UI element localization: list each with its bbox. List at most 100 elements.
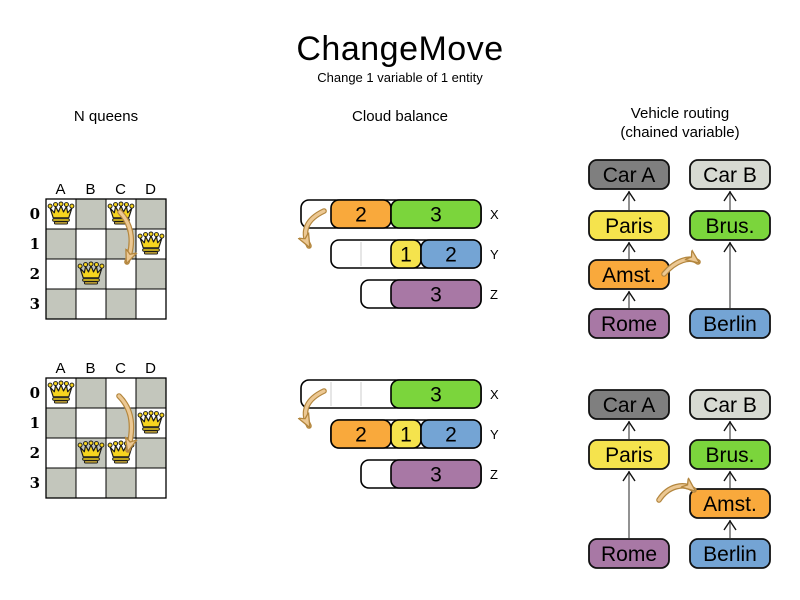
board-cell <box>135 258 167 290</box>
vrp-node-label: Amst. <box>703 493 757 516</box>
vrp-node <box>588 308 670 339</box>
board-row-label: 3 <box>30 295 40 313</box>
vrp-node-label: Brus. <box>705 215 754 238</box>
board-cell <box>45 228 77 260</box>
chain-link-arrowhead <box>622 190 636 202</box>
board-cell <box>45 258 77 290</box>
cloud-computer-label: Z <box>490 467 498 482</box>
board-col-label: C <box>115 181 127 198</box>
section-header-vrp: Vehicle routing (chained variable) <box>580 104 780 142</box>
move-arrow-cloud-before <box>305 209 326 246</box>
vrp-node <box>689 439 771 470</box>
move-arrows <box>116 208 698 503</box>
board-row-label: 2 <box>30 444 40 462</box>
board-cell <box>45 467 77 499</box>
board-cell <box>75 467 107 499</box>
page-title: ChangeMove <box>296 30 504 68</box>
board-cell <box>45 407 77 439</box>
cloud-segment-value: 3 <box>430 204 442 227</box>
board-row-label: 1 <box>30 235 40 253</box>
board-cell <box>135 467 167 499</box>
cloud-segment-value: 2 <box>355 204 367 227</box>
chain-link-arrowhead <box>622 470 636 482</box>
cloud-computer-label: X <box>490 387 499 402</box>
board-cell <box>135 377 167 409</box>
vrp-node <box>689 389 771 420</box>
board-cell <box>75 288 107 320</box>
chain-link-arrowhead <box>723 190 737 202</box>
cloud-segment <box>390 459 482 489</box>
board-border <box>45 377 167 499</box>
move-arrow-vrp-after <box>657 486 694 502</box>
vrp-node-label: Paris <box>605 444 653 467</box>
board-col-label: D <box>145 360 157 377</box>
vrp-node <box>689 159 771 190</box>
vrp-node <box>588 159 670 190</box>
cloud-computer-label: X <box>490 207 499 222</box>
chain-link-arrowhead <box>622 241 636 253</box>
vrp-node-label: Rome <box>601 313 657 336</box>
chain-link-arrowhead <box>622 420 636 432</box>
move-arrow-queens-before <box>118 210 131 262</box>
cloud-segment-value: 2 <box>355 424 367 447</box>
vrp-node <box>689 488 771 519</box>
board-cell <box>45 437 77 469</box>
vrp-node <box>689 538 771 569</box>
cloud-segment <box>420 419 482 449</box>
board-row-label: 1 <box>30 414 40 432</box>
page-subtitle: Change 1 variable of 1 entity <box>317 70 483 85</box>
vrp-node-label: Berlin <box>703 313 757 336</box>
vrp-node-label: Berlin <box>703 543 757 566</box>
cloud-segment-value: 2 <box>445 424 457 447</box>
board-cell <box>75 377 107 409</box>
vrp-node-label: Car B <box>703 394 757 417</box>
board-cell <box>135 198 167 230</box>
vrp-node <box>689 210 771 241</box>
chain-link-arrowhead <box>723 241 737 253</box>
cloud-segment <box>390 379 482 409</box>
vrp-node <box>588 210 670 241</box>
board-col-label: C <box>115 360 127 377</box>
vrp-node <box>689 308 771 339</box>
board-cell <box>105 467 137 499</box>
move-arrow-vrp-before <box>662 259 698 276</box>
cloud-segment-value: 3 <box>430 464 442 487</box>
move-arrow-queens-after <box>117 394 131 450</box>
cloud-computer-label: Y <box>490 427 499 442</box>
board-col-label: B <box>85 360 96 377</box>
board-cell <box>75 407 107 439</box>
cloud-segment-value: 2 <box>445 244 457 267</box>
cloud-segment-value: 1 <box>400 244 412 267</box>
vrp-node <box>588 538 670 569</box>
board-col-label: A <box>55 181 66 198</box>
board-border <box>45 198 167 320</box>
board-row-label: 0 <box>30 205 40 223</box>
move-arrow-cloud-after <box>305 389 326 426</box>
vrp-node-label: Paris <box>605 215 653 238</box>
board-cell <box>105 377 137 409</box>
cloud-computer-label: Z <box>490 287 498 302</box>
chain-link-arrowhead <box>622 290 636 302</box>
cloud-segment <box>390 279 482 309</box>
board-cell <box>105 288 137 320</box>
section-header-nqueens: N queens <box>73 108 139 125</box>
board-row-label: 3 <box>30 474 40 492</box>
vrp-node <box>588 439 670 470</box>
vrp-node-label: Brus. <box>705 444 754 467</box>
board-col-label: D <box>145 181 157 198</box>
vrp-node <box>588 389 670 420</box>
board-cell <box>75 198 107 230</box>
board-row-label: 2 <box>30 265 40 283</box>
section-header-cloud: Cloud balance <box>352 108 448 125</box>
cloud-segment <box>420 239 482 269</box>
board-col-label: A <box>55 360 66 377</box>
vrp-node-label: Rome <box>601 543 657 566</box>
